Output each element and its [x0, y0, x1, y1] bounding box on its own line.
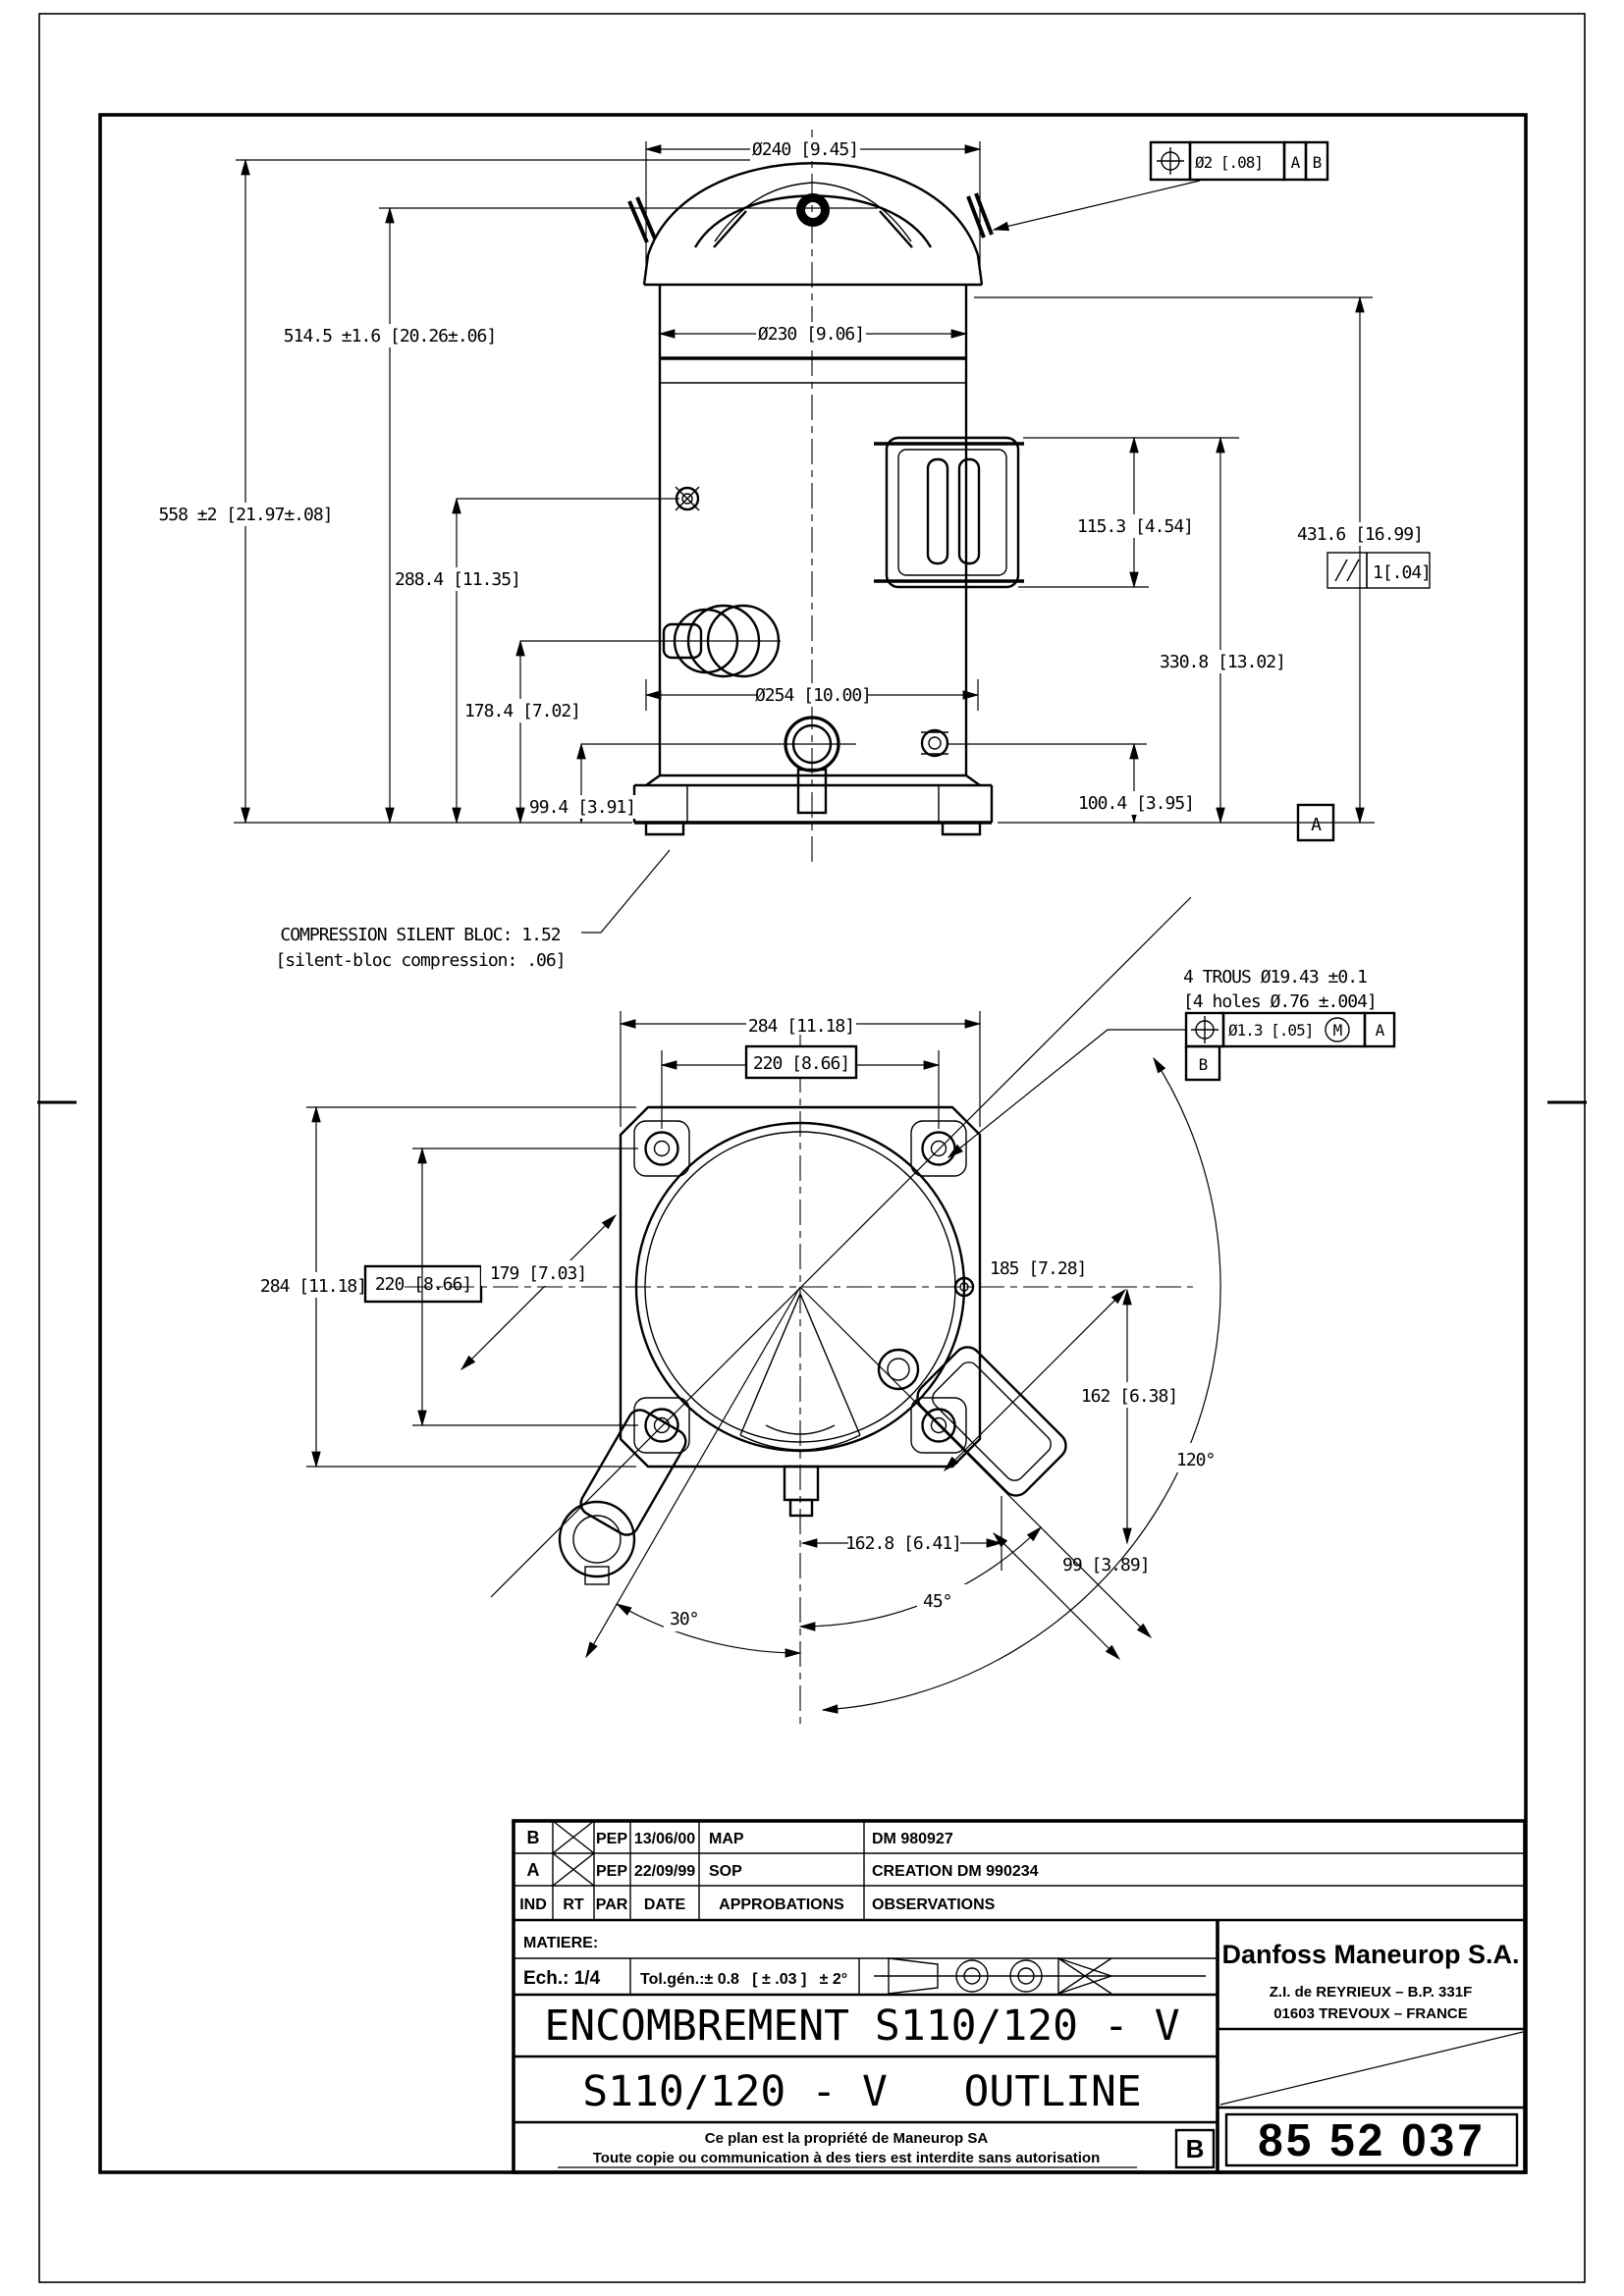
dim-115: 115.3 [4.54]: [1077, 516, 1193, 537]
company-block: Danfoss Maneurop S.A. Z.I. de REYRIEUX –…: [1218, 1940, 1525, 2109]
fcf-bottom-modifier: M: [1333, 1021, 1342, 1040]
dim-dia240: Ø240 [9.45]: [752, 139, 858, 160]
holes-note-line2: [4 holes Ø.76 ±.004]: [1183, 991, 1377, 1012]
silent-bloc-line2: [silent-bloc compression: .06]: [275, 950, 565, 971]
company-address2: 01603 TREVOUX – FRANCE: [1273, 2005, 1468, 2022]
foot-right: [941, 823, 982, 836]
revision-row: B PEP 13/06/00 MAP DM 980927: [527, 1828, 953, 1847]
fcf-bottom-value: Ø1.3 [.05]: [1228, 1021, 1313, 1040]
dim-dia230: Ø230 [9.06]: [758, 324, 864, 345]
weld-mark-right: [966, 195, 986, 239]
discharge-fitting: [916, 1346, 1067, 1497]
bottom-stud: [783, 1465, 820, 1518]
tolerance-label: Tol.gén.:± 0.8 [ ± .03 ] ± 2°: [640, 1971, 847, 1988]
drawing-title-fr: ENCOMBREMENT S110/120 - V: [544, 2002, 1179, 2051]
rev-approbation: SOP: [709, 1863, 742, 1880]
terminal-box: [874, 436, 1024, 589]
dim-220-left: 220 [8.66]: [375, 1274, 471, 1295]
fcf-top-datum1: A: [1291, 153, 1301, 172]
revision-letter-box: B: [1174, 2128, 1216, 2169]
col-rt: RT: [563, 1896, 584, 1913]
col-par: PAR: [596, 1896, 628, 1913]
dim-99: 99.4 [3.91]: [529, 797, 635, 818]
rev-date: 13/06/00: [634, 1831, 695, 1847]
holes-note: 4 TROUS Ø19.43 ±0.1 [4 holes Ø.76 ±.004]: [1183, 967, 1378, 1012]
col-ind: IND: [519, 1896, 547, 1913]
foot-left: [644, 823, 685, 836]
angle-30: 30°: [670, 1609, 699, 1629]
drawing-number-box: 85 52 037: [1224, 2112, 1519, 2167]
left-fitting: [579, 1409, 687, 1536]
dim-185: 185 [7.28]: [990, 1258, 1086, 1279]
datum-a-label: A: [1311, 815, 1322, 835]
dim-558: 558 ±2 [21.97±.08]: [158, 505, 332, 525]
right-fitting: [920, 728, 949, 758]
weld-mark-left: [627, 200, 649, 243]
dim-284-left: 284 [11.18]: [260, 1276, 366, 1297]
rev-ind: B: [527, 1828, 540, 1847]
footer-line2: Toute copie ou communication à des tiers…: [593, 2150, 1101, 2166]
dim-99-diag: 99 [3.89]: [1062, 1555, 1150, 1575]
dim-162-8: 162.8 [6.41]: [845, 1533, 961, 1554]
dim-284-top: 284 [11.18]: [748, 1016, 854, 1037]
company-name: Danfoss Maneurop S.A.: [1221, 1940, 1519, 1969]
dim-330: 330.8 [13.02]: [1160, 652, 1285, 672]
dim-178: 178.4 [7.02]: [464, 701, 580, 721]
scale-label: Ech.: 1/4: [523, 1968, 601, 1989]
company-address1: Z.I. de REYRIEUX – B.P. 331F: [1270, 1984, 1472, 2001]
parallelism-value: 1[.04]: [1373, 562, 1431, 583]
fcf-bottom-datum2: B: [1199, 1055, 1208, 1074]
position-tolerance-frame-top: Ø2 [.08] A B: [992, 140, 1329, 232]
angle-45: 45°: [923, 1591, 952, 1612]
rev-approbation: MAP: [709, 1831, 744, 1847]
col-date: DATE: [644, 1896, 686, 1913]
dim-431: 431.6 [16.99]: [1297, 524, 1423, 545]
matiere-label: MATIERE:: [523, 1935, 598, 1951]
revision-row: A PEP 22/09/99 SOP CREATION DM 990234: [527, 1860, 1039, 1880]
angle-120: 120°: [1176, 1450, 1215, 1470]
dim-179: 179 [7.03]: [490, 1263, 586, 1284]
dim-162: 162 [6.38]: [1081, 1386, 1177, 1407]
holes-note-line1: 4 TROUS Ø19.43 ±0.1: [1183, 967, 1367, 988]
col-observations: OBSERVATIONS: [872, 1896, 996, 1913]
silent-bloc-line1: COMPRESSION SILENT BLOC: 1.52: [280, 925, 560, 945]
drawing-number: 85 52 037: [1258, 2114, 1486, 2165]
left-flange: [558, 1500, 636, 1585]
mmc-modifier-icon: [1325, 1017, 1350, 1042]
fcf-bottom-datum1: A: [1376, 1021, 1385, 1040]
dim-220-top: 220 [8.66]: [753, 1053, 849, 1074]
rev-date: 22/09/99: [634, 1863, 695, 1880]
bottom-view: 284 [11.18] 220 [8.66] 284 [11.18] 220 […: [258, 896, 1396, 1730]
col-approbations: APPROBATIONS: [719, 1896, 844, 1913]
rev-par: PEP: [596, 1831, 627, 1847]
position-tolerance-frame-bottom: Ø1.3 [.05] M A B: [947, 1011, 1396, 1158]
front-view: Ø240 [9.45] Ø230 [9.06] Ø254 [10.00] 558…: [149, 130, 1432, 971]
dim-dia254: Ø254 [10.00]: [755, 685, 871, 706]
datum-a-frame: A: [1296, 803, 1335, 842]
rev-par: PEP: [596, 1863, 627, 1880]
parallelism-frame: 1[.04]: [1326, 552, 1432, 589]
rev-observation: CREATION DM 990234: [872, 1863, 1039, 1880]
silent-bloc-note: COMPRESSION SILENT BLOC: 1.52 [silent-bl…: [275, 849, 671, 971]
projection-symbol-icon: [874, 1957, 1206, 1995]
footer-line1: Ce plan est la propriété de Maneurop SA: [705, 2130, 989, 2147]
dim-514: 514.5 ±1.6 [20.26±.06]: [284, 326, 496, 347]
dim-288: 288.4 [11.35]: [395, 569, 520, 590]
cap-lifting-hole: [796, 193, 830, 227]
fcf-top-value: Ø2 [.08]: [1195, 153, 1263, 172]
revision-header-row: IND RT PAR DATE APPROBATIONS OBSERVATION…: [519, 1896, 995, 1913]
fcf-top-datum2: B: [1313, 153, 1322, 172]
dim-100: 100.4 [3.95]: [1078, 793, 1194, 814]
rev-observation: DM 980927: [872, 1831, 953, 1847]
title-block: B PEP 13/06/00 MAP DM 980927 A PEP 22/09…: [512, 1819, 1527, 2174]
rev-ind: A: [527, 1860, 540, 1880]
drawing-title-en: S110/120 - V OUTLINE: [582, 2067, 1142, 2116]
revision-letter: B: [1186, 2134, 1205, 2163]
